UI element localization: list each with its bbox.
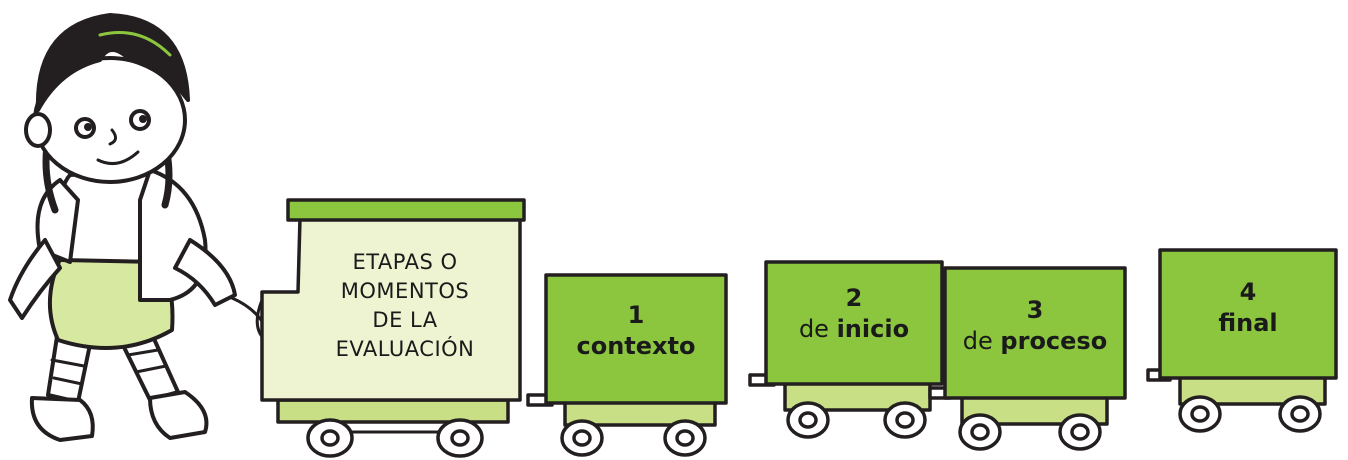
car-4 [1146, 248, 1338, 433]
engine-car [255, 198, 526, 458]
car-2 [748, 260, 944, 439]
car-number: 4 [1239, 278, 1257, 306]
wheel-icon [786, 401, 830, 439]
car-stage-word: contexto [576, 332, 696, 360]
car-3 [928, 266, 1127, 451]
car-number: 2 [845, 284, 863, 312]
engine-label: ETAPAS O MOMENTOS DE LA EVALUACIÓN [300, 248, 510, 364]
car-1 [526, 273, 728, 457]
car-4-label: 4 final [1160, 277, 1336, 339]
car-prefix: de [798, 315, 837, 343]
engine-label-line: EVALUACIÓN [335, 337, 475, 361]
wheel-icon [883, 401, 927, 439]
car-3-label: 3 de proceso [945, 295, 1125, 357]
car-number: 1 [627, 301, 645, 329]
wheel-icon [1058, 413, 1102, 451]
car-prefix: de [962, 327, 1001, 355]
car-number: 3 [1026, 296, 1044, 324]
wheel-icon [1178, 395, 1222, 433]
wheel-icon [663, 419, 707, 457]
car-stage-word: proceso [1000, 327, 1108, 355]
car-2-label: 2 de inicio [766, 283, 942, 345]
car-stage-word: inicio [836, 315, 910, 343]
wheel-icon [560, 419, 604, 457]
car-stage-word: final [1218, 309, 1278, 337]
engine-label-line: ETAPAS O [352, 250, 458, 274]
engine-label-line: DE LA [372, 308, 438, 332]
car-1-label: 1 contexto [546, 300, 726, 362]
wheel-icon [1278, 395, 1322, 433]
engine-label-line: MOMENTOS [340, 279, 470, 303]
wheel-icon [958, 413, 1002, 451]
wheel-icon [306, 418, 354, 458]
wheel-icon [436, 418, 484, 458]
girl-illustration [8, 13, 272, 442]
